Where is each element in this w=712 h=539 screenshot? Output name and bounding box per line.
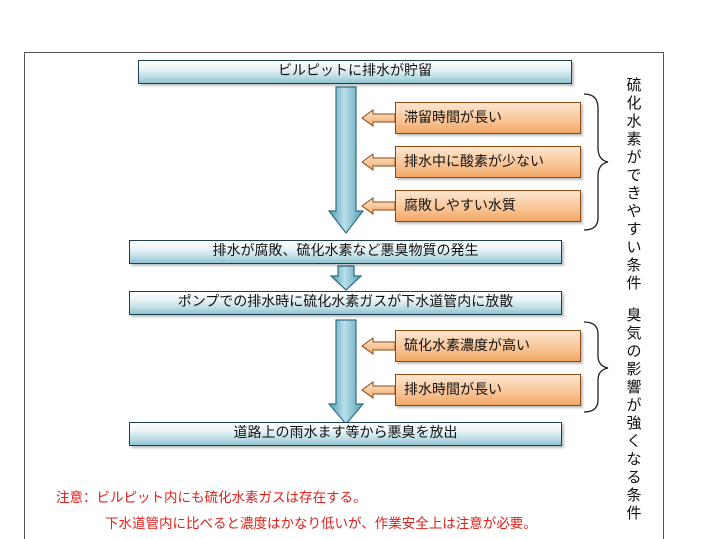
stage-box-3: ポンプでの排水時に硫化水素ガスが下水道管内に放散 <box>129 291 562 315</box>
note-line-2: 下水道管内に比べると濃度はかなり低いが、作業安全上は注意が必要。 <box>105 516 537 532</box>
down-arrow-2 <box>329 265 363 291</box>
stage-box-4: 道路上の雨水ます等から悪臭を放出 <box>129 422 562 446</box>
condition-box-4: 硫化水素濃度が高い <box>395 330 581 362</box>
group-label-1: 硫化水素ができやすい条件 <box>626 76 642 292</box>
diagram-frame <box>24 52 664 539</box>
group-label-2: 臭気の影響が強くなる条件 <box>626 306 642 522</box>
down-arrow-3 <box>327 319 365 425</box>
condition-box-5: 排水時間が長い <box>395 374 581 406</box>
stage-box-2: 排水が腐敗、硫化水素など悪臭物質の発生 <box>129 240 562 264</box>
stage-box-1: ビルピットに排水が貯留 <box>138 60 572 84</box>
condition-box-2: 排水中に酸素が少ない <box>395 146 581 178</box>
condition-box-3: 腐敗しやすい水質 <box>395 190 581 222</box>
left-arrow-2 <box>361 153 396 171</box>
brace-1 <box>583 93 609 231</box>
left-arrow-3 <box>361 197 396 215</box>
left-arrow-4 <box>361 337 396 355</box>
note-line-1: 注意：ビルピット内にも硫化水素ガスは存在する。 <box>56 490 367 506</box>
down-arrow-1 <box>327 86 365 234</box>
left-arrow-5 <box>361 381 396 399</box>
condition-box-1: 滞留時間が長い <box>395 102 581 134</box>
left-arrow-1 <box>361 109 396 127</box>
brace-2 <box>583 321 609 413</box>
